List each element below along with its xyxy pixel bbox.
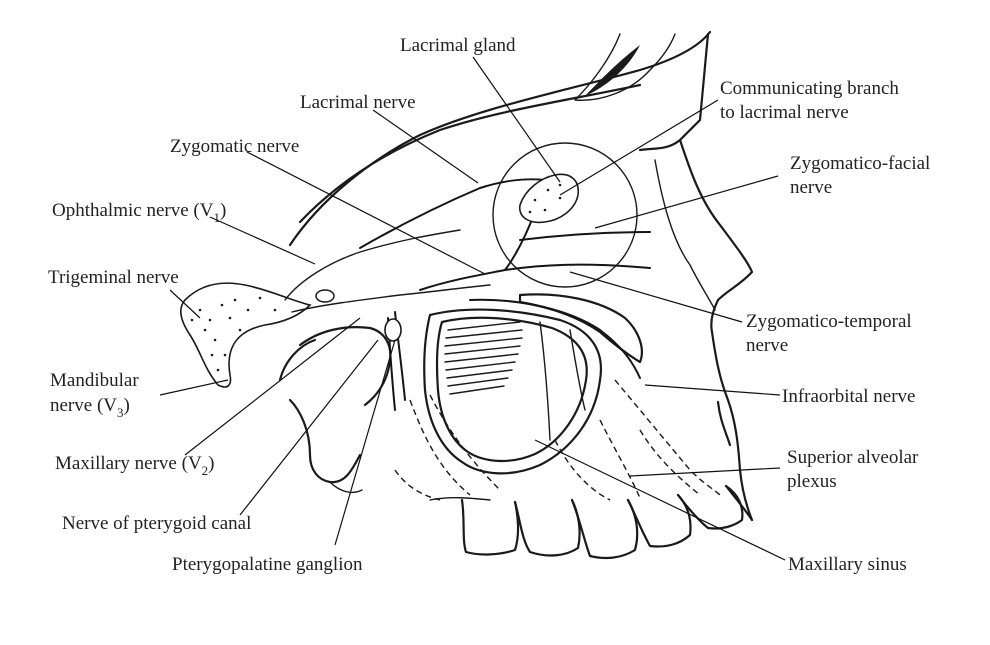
label-superior-alveolar-line2: plexus	[787, 471, 837, 492]
alveolar-plexus	[394, 379, 721, 501]
label-superior-alveolar-line1: Superior alveolar	[787, 447, 919, 468]
leader-lines	[159, 56, 786, 561]
label-maxillary-sinus: Maxillary sinus	[788, 554, 907, 575]
nerve-structures	[180, 173, 651, 441]
label-pterygoid-canal: Nerve of pterygoid canal	[62, 513, 251, 534]
label-zygomatico-temporal-line2: nerve	[746, 335, 788, 356]
skull-outline	[278, 30, 754, 560]
label-trigeminal-nerve: Trigeminal nerve	[48, 267, 179, 288]
label-zygomatico-facial-line2: nerve	[790, 177, 832, 198]
label-mandibular-line2: nerve (V3)	[50, 395, 130, 420]
label-ophthalmic-nerve: Ophthalmic nerve (V1)	[52, 200, 226, 225]
sinus-hatching	[444, 321, 523, 395]
label-mandibular-line1: Mandibular	[50, 370, 139, 391]
labels: Lacrimal gland Communicating branch to l…	[48, 35, 930, 575]
label-communicating-branch-line1: Communicating branch	[720, 78, 899, 99]
label-communicating-branch-line2: to lacrimal nerve	[720, 102, 849, 123]
label-infraorbital-nerve: Infraorbital nerve	[782, 386, 915, 407]
label-pterygopalatine-ganglion: Pterygopalatine ganglion	[172, 554, 363, 575]
label-lacrimal-gland: Lacrimal gland	[400, 35, 516, 56]
teeth-row	[429, 484, 754, 560]
label-zygomatico-temporal-line1: Zygomatico-temporal	[746, 311, 912, 332]
label-maxillary-nerve: Maxillary nerve (V2)	[55, 453, 215, 478]
label-zygomatic-nerve: Zygomatic nerve	[170, 136, 299, 157]
label-zygomatico-facial-line1: Zygomatico-facial	[790, 153, 930, 174]
label-lacrimal-nerve: Lacrimal nerve	[300, 92, 416, 113]
